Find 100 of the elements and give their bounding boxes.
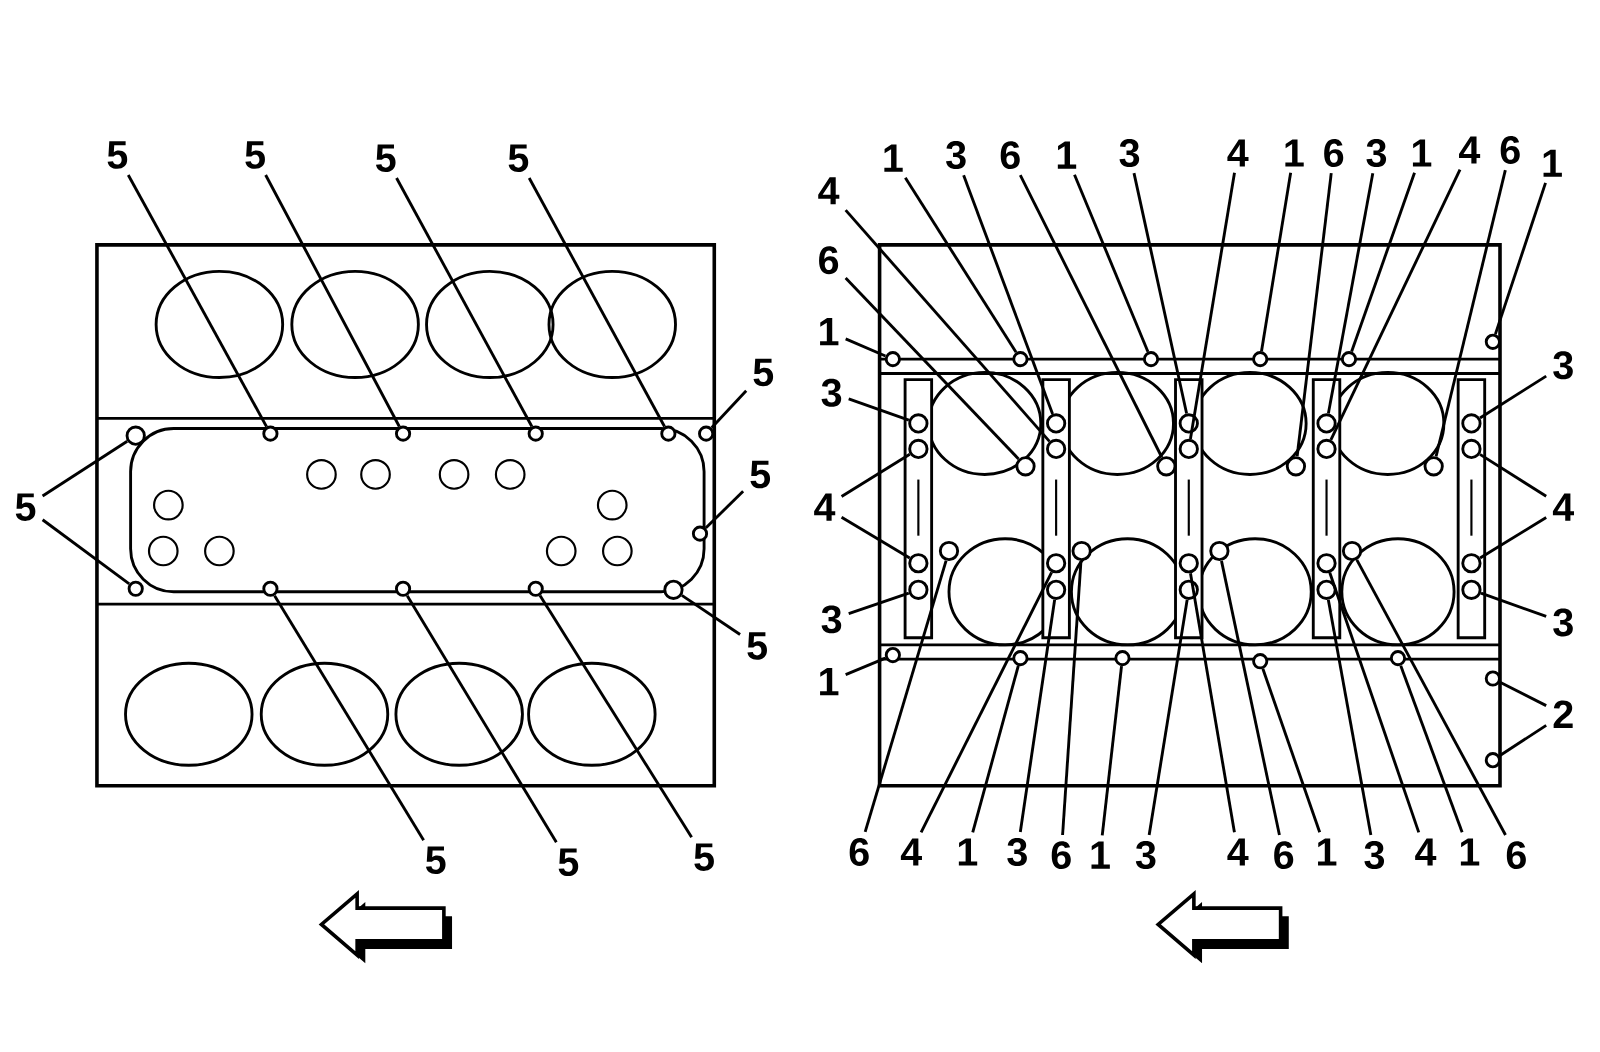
callout-number: 2 bbox=[1553, 700, 1573, 729]
bolt-hole bbox=[1071, 540, 1092, 562]
bolt-hole bbox=[1340, 351, 1358, 368]
leader-line bbox=[1350, 172, 1416, 352]
leader-line bbox=[264, 174, 401, 428]
leader-line bbox=[971, 665, 1020, 833]
bolt-hole bbox=[1046, 553, 1067, 574]
callout-number: 1 bbox=[820, 318, 839, 346]
leader-line bbox=[848, 397, 910, 422]
leader-line bbox=[704, 490, 745, 529]
leader-line bbox=[1018, 599, 1057, 833]
leader-line bbox=[1019, 174, 1164, 458]
bolt-hole bbox=[262, 580, 279, 597]
callout-number: 6 bbox=[1051, 841, 1071, 870]
callout-number: 1 bbox=[1318, 838, 1337, 866]
bolt-hole bbox=[1178, 413, 1199, 434]
leader-line bbox=[527, 177, 666, 428]
leader-line bbox=[1329, 169, 1462, 441]
leader-line bbox=[1328, 572, 1421, 833]
callout-number: 4 bbox=[1227, 139, 1249, 167]
callout-number: 6 bbox=[1500, 136, 1520, 164]
bolt-hole bbox=[262, 425, 279, 442]
leader-line bbox=[406, 594, 558, 844]
callout-number: 4 bbox=[1227, 838, 1249, 866]
leader-line bbox=[1399, 665, 1464, 833]
leader-line bbox=[273, 594, 425, 842]
callout-number: 1 bbox=[1412, 139, 1432, 167]
leader-line bbox=[1499, 680, 1547, 707]
leader-line bbox=[844, 209, 1051, 443]
bolt-hole bbox=[884, 647, 901, 664]
callout-number: 6 bbox=[819, 246, 839, 275]
callout-number: 1 bbox=[958, 838, 978, 866]
leader-line bbox=[1132, 172, 1189, 414]
bolt-hole bbox=[1209, 540, 1230, 562]
bolt-hole bbox=[663, 579, 684, 600]
leader-line bbox=[127, 174, 268, 428]
bolt-hole bbox=[1316, 413, 1337, 434]
bolt-hole bbox=[1015, 456, 1036, 477]
leader-line bbox=[1498, 724, 1547, 757]
bolt-hole bbox=[908, 438, 929, 460]
bolt-hole bbox=[691, 525, 709, 542]
leader-line bbox=[919, 571, 1053, 833]
bolt-hole bbox=[1178, 579, 1199, 600]
leader-line bbox=[904, 177, 1018, 354]
leader-line bbox=[845, 337, 886, 358]
leader-line bbox=[1100, 666, 1123, 836]
callout-number: 5 bbox=[753, 358, 774, 387]
bolt-hole bbox=[125, 425, 146, 446]
leader-line bbox=[1260, 172, 1293, 352]
callout-number: 5 bbox=[747, 632, 767, 660]
bolt-hole bbox=[1114, 650, 1131, 667]
leader-line bbox=[844, 277, 1020, 460]
callout-number: 3 bbox=[821, 605, 842, 634]
callout-number: 6 bbox=[1506, 841, 1526, 870]
callout-number: 1 bbox=[884, 144, 903, 172]
bolt-hole bbox=[1389, 650, 1407, 667]
callout-number: 5 bbox=[750, 460, 771, 489]
bolt-hole bbox=[1461, 438, 1482, 460]
leader-line bbox=[1189, 172, 1236, 440]
bolt-hole bbox=[884, 351, 901, 368]
leader-line bbox=[1220, 560, 1281, 836]
callout-number: 3 bbox=[1366, 139, 1387, 168]
bolt-hole bbox=[1252, 351, 1269, 368]
leader-line bbox=[681, 594, 741, 636]
bolt-hole bbox=[1046, 413, 1067, 434]
callout-number: 6 bbox=[849, 838, 869, 866]
leader-line bbox=[1073, 174, 1150, 353]
callout-number: 5 bbox=[376, 144, 396, 172]
callout-number: 5 bbox=[15, 493, 36, 521]
bolt-hole bbox=[127, 580, 144, 597]
leader-line bbox=[962, 174, 1054, 415]
leader-line bbox=[538, 594, 693, 838]
leader-line bbox=[1261, 668, 1322, 833]
callout-number: 1 bbox=[1057, 141, 1077, 169]
callout-number: 4 bbox=[818, 177, 840, 205]
bolt-hole bbox=[1316, 579, 1337, 600]
leader-line bbox=[1189, 572, 1236, 833]
leader-line bbox=[1326, 599, 1373, 836]
leader-line bbox=[1326, 172, 1375, 414]
callout-number: 3 bbox=[1135, 841, 1156, 870]
leader-line bbox=[41, 440, 128, 498]
callout-number: 3 bbox=[1119, 139, 1140, 168]
leader-line bbox=[41, 518, 131, 586]
bolt-hole bbox=[938, 540, 960, 562]
bolt-hole bbox=[908, 553, 929, 574]
leader-line bbox=[710, 389, 748, 429]
callout-number: 3 bbox=[946, 141, 966, 170]
callout-number: 1 bbox=[1091, 841, 1110, 869]
bolt-hole bbox=[908, 413, 929, 434]
callout-number: 5 bbox=[694, 843, 714, 871]
callout-number: 5 bbox=[558, 848, 579, 876]
leader-line bbox=[840, 453, 911, 498]
leader-line bbox=[1479, 374, 1547, 420]
callout-number: 5 bbox=[508, 144, 529, 172]
bolt-hole bbox=[1285, 456, 1307, 477]
bolt-hole bbox=[1012, 351, 1029, 368]
callout-number: 4 bbox=[1415, 838, 1437, 866]
bolt-hole bbox=[1484, 333, 1501, 350]
bolt-hole bbox=[1461, 413, 1482, 434]
leader-line bbox=[1434, 169, 1507, 457]
